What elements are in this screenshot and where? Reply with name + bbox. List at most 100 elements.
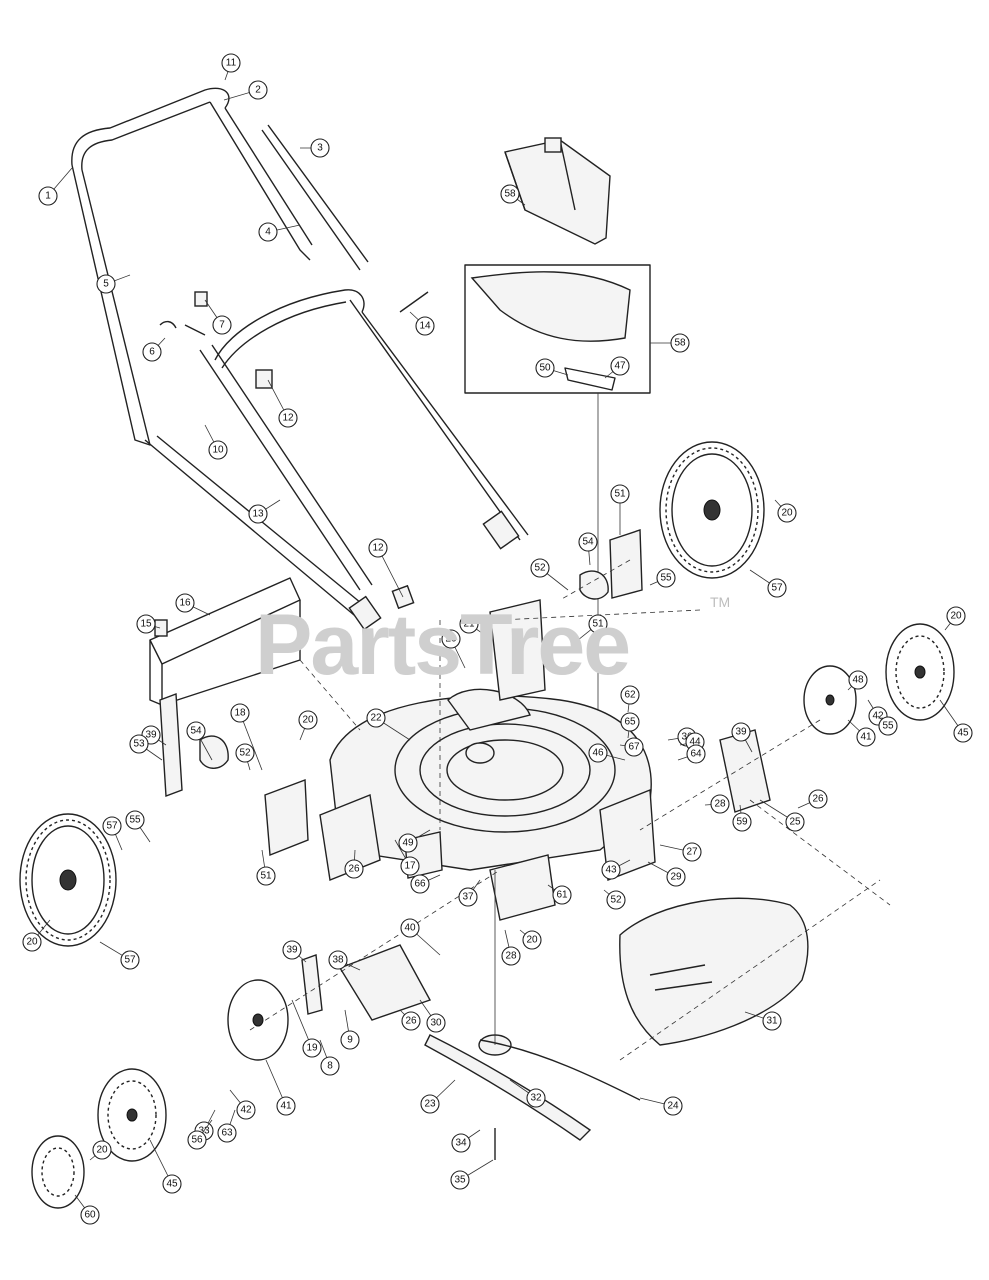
callout-circle [450,1170,470,1190]
callout-circle [278,408,298,428]
callout-c22: 22 [366,708,411,741]
callout-number: 14 [419,321,431,332]
callout-circle [856,727,876,747]
callout-circle [777,503,797,523]
callout-c45a: 45 [939,699,973,743]
callout-number: 20 [526,935,538,946]
callout-number: 1 [45,191,51,202]
callout-c55c: 55 [877,715,898,736]
callout-number: 49 [402,838,414,849]
callout-number: 17 [404,861,416,872]
callout-circle [441,629,461,649]
callout-number: 24 [667,1101,679,1112]
callout-number: 23 [424,1099,436,1110]
callout-number: 20 [96,1145,108,1156]
callout-number: 12 [282,413,294,424]
callout-c2: 2 [223,80,268,101]
callout-number: 64 [690,749,702,760]
callout-c54a: 54 [186,721,213,761]
callout-number: 42 [240,1105,252,1116]
callout-number: 25 [789,817,801,828]
callout-c8: 8 [319,1039,340,1076]
callout-circle [22,932,42,952]
hubcap [31,1135,85,1209]
callout-circle [368,538,388,558]
callout-c58a: 58 [650,333,690,353]
callout-circle [682,842,702,862]
callout-c20c: 20 [89,1140,112,1161]
callout-number: 39 [286,945,298,956]
callout-c25: 25 [759,799,805,832]
callout-circle [610,484,630,504]
callout-circle [946,606,966,626]
callout-number: 26 [348,864,360,875]
callout-number: 31 [766,1016,778,1027]
callout-number: 50 [539,363,551,374]
mower-deck [264,599,656,921]
callout-circle [38,186,58,206]
callout-c10: 10 [204,424,228,460]
callout-c31: 31 [744,1011,782,1031]
callout-circle [125,810,145,830]
callout-c63: 63 [217,1109,237,1143]
callout-circle [620,685,640,705]
callout-number: 44 [689,737,701,748]
callout-c26a: 26 [344,849,364,879]
callout-circle [235,743,255,763]
callout-circle [767,578,787,598]
callout-number: 57 [106,821,118,832]
callout-circle [186,721,206,741]
callout-c67: 67 [619,737,644,757]
callout-c4: 4 [258,222,301,242]
callout-c43: 43 [601,859,631,880]
callout-c51b: 51 [256,849,276,886]
callout-c56: 56 [187,1119,213,1150]
callout-c20d: 20 [441,629,466,669]
callout-circle [670,333,690,353]
callout-c17: 17 [394,839,420,876]
callout-number: 30 [430,1018,442,1029]
callout-number: 20 [302,715,314,726]
callout-circle [451,1133,471,1153]
callout-c11: 11 [221,53,241,81]
callout-number: 20 [26,937,38,948]
callout-number: 39 [735,727,747,738]
callout-c52b: 52 [530,558,569,591]
callout-leader-line [239,712,263,771]
callout-circle [236,1100,256,1120]
callout-circle [208,440,228,460]
callout-c41b: 41 [847,719,876,747]
grass-bag-assembly [464,137,651,848]
callout-number: 26 [812,794,824,805]
callout-c59: 59 [732,804,752,832]
callout-c1: 1 [38,167,73,206]
callout-c62: 62 [620,685,640,713]
callout-number: 65 [624,717,636,728]
callout-circle [501,946,521,966]
callout-c27: 27 [659,842,702,862]
callout-c65: 65 [620,712,640,739]
callout-number: 52 [239,748,251,759]
callout-c55a: 55 [125,810,151,843]
height-adjusters [159,529,857,1061]
callout-c28b: 28 [704,794,730,814]
callout-number: 56 [191,1135,203,1146]
callout-c51c: 51 [577,614,608,641]
callout-number: 18 [234,708,246,719]
callout-circle [588,743,608,763]
callout-circle [248,80,268,100]
callout-circle [92,1140,112,1160]
callout-circle [415,316,435,336]
callout-c57b: 57 [749,569,787,598]
callout-c12b: 12 [368,538,404,598]
callout-number: 54 [582,537,594,548]
callout-circle [526,1088,546,1108]
callout-circle [142,342,162,362]
callout-number: 54 [190,726,202,737]
callout-c24: 24 [639,1096,683,1116]
callout-c5: 5 [96,274,131,294]
callout-number: 55 [660,573,672,584]
callout-c40: 40 [400,918,441,956]
callout-circle [578,532,598,552]
callout-c60: 60 [74,1194,100,1225]
